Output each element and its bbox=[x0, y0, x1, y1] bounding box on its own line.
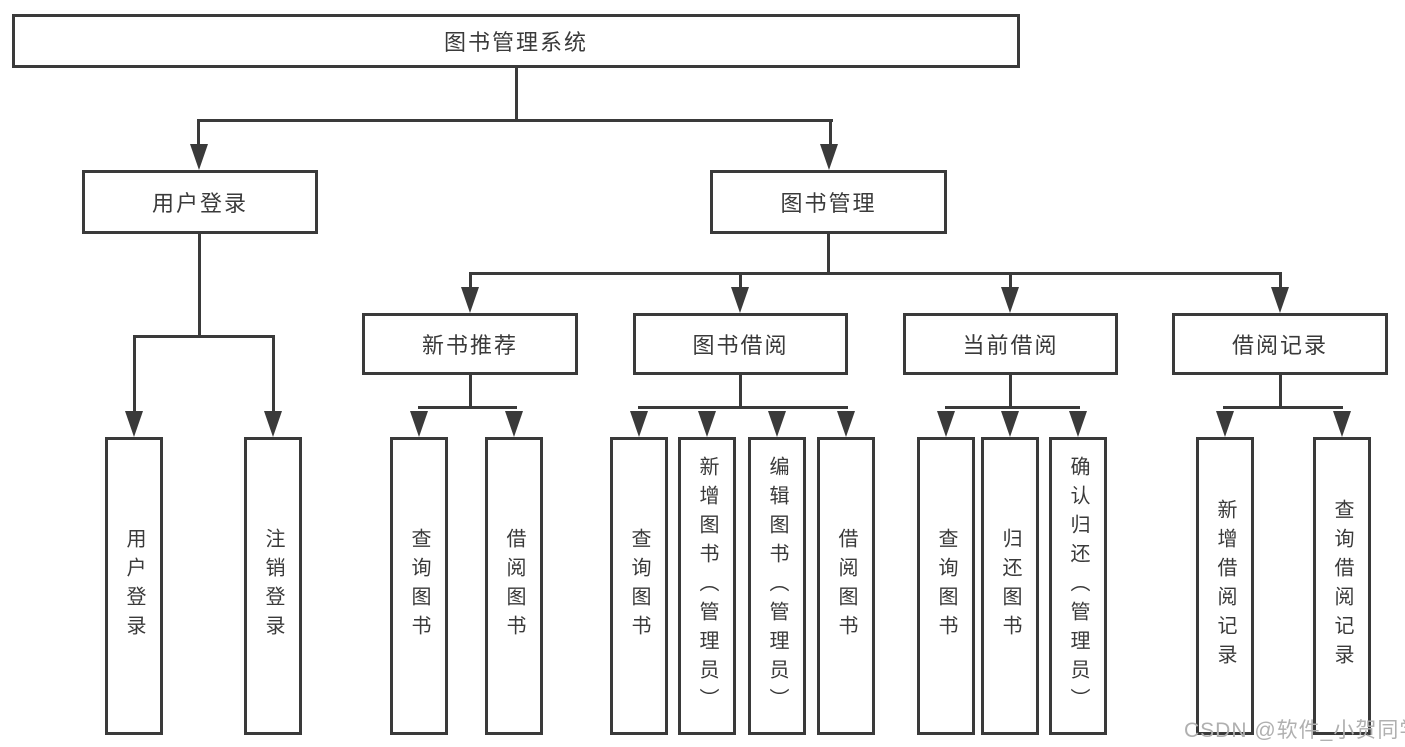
arrow-down-icon bbox=[125, 411, 143, 437]
watermark-text: CSDN @软件_小贺同学 bbox=[1184, 719, 1405, 742]
connector-line bbox=[197, 119, 833, 122]
node-borrow-records: 借阅记录 bbox=[1172, 313, 1388, 375]
node-book-borrow: 图书借阅 bbox=[633, 313, 848, 375]
arrow-down-icon bbox=[1216, 411, 1234, 437]
connector-line bbox=[945, 406, 1080, 409]
connector-line bbox=[418, 406, 517, 409]
leaf-edit-book-admin: 编辑图书（管理员） bbox=[748, 437, 806, 735]
arrow-down-icon bbox=[1069, 411, 1087, 437]
connector-line bbox=[638, 406, 848, 409]
node-root: 图书管理系统 bbox=[12, 14, 1020, 68]
connector-line bbox=[827, 232, 830, 274]
leaf-query-books-recommend: 查询图书 bbox=[390, 437, 448, 735]
arrow-down-icon bbox=[1001, 411, 1019, 437]
arrow-down-icon bbox=[461, 287, 479, 313]
arrow-down-icon bbox=[190, 144, 208, 170]
leaf-return-book: 归还图书 bbox=[981, 437, 1039, 735]
connector-line bbox=[739, 272, 742, 290]
leaf-user-login: 用户登录 bbox=[105, 437, 163, 735]
connector-line bbox=[1009, 272, 1012, 290]
arrow-down-icon bbox=[1333, 411, 1351, 437]
arrow-down-icon bbox=[698, 411, 716, 437]
leaf-add-book-admin: 新增图书（管理员） bbox=[678, 437, 736, 735]
connector-line bbox=[469, 272, 1282, 275]
leaf-borrow-books: 借阅图书 bbox=[817, 437, 875, 735]
node-new-book-recommend: 新书推荐 bbox=[362, 313, 578, 375]
arrow-down-icon bbox=[505, 411, 523, 437]
connector-line bbox=[469, 373, 472, 409]
arrow-down-icon bbox=[1271, 287, 1289, 313]
node-book-management: 图书管理 bbox=[710, 170, 947, 234]
connector-line bbox=[1279, 373, 1282, 409]
connector-line bbox=[133, 335, 275, 338]
arrow-down-icon bbox=[264, 411, 282, 437]
connector-line bbox=[829, 119, 832, 148]
node-user-login: 用户登录 bbox=[82, 170, 318, 234]
node-current-borrow: 当前借阅 bbox=[903, 313, 1118, 375]
connector-line bbox=[197, 119, 200, 148]
arrow-down-icon bbox=[820, 144, 838, 170]
leaf-query-borrow-record: 查询借阅记录 bbox=[1313, 437, 1371, 735]
connector-line bbox=[739, 373, 742, 409]
arrow-down-icon bbox=[768, 411, 786, 437]
leaf-logout: 注销登录 bbox=[244, 437, 302, 735]
connector-line bbox=[133, 335, 136, 415]
arrow-down-icon bbox=[731, 287, 749, 313]
arrow-down-icon bbox=[837, 411, 855, 437]
arrow-down-icon bbox=[630, 411, 648, 437]
leaf-query-books-current: 查询图书 bbox=[917, 437, 975, 735]
arrow-down-icon bbox=[410, 411, 428, 437]
leaf-add-borrow-record: 新增借阅记录 bbox=[1196, 437, 1254, 735]
connector-line bbox=[469, 272, 472, 290]
connector-line bbox=[272, 335, 275, 415]
arrow-down-icon bbox=[1001, 287, 1019, 313]
arrow-down-icon bbox=[937, 411, 955, 437]
connector-line bbox=[198, 232, 201, 337]
leaf-query-books-borrow: 查询图书 bbox=[610, 437, 668, 735]
connector-line bbox=[1009, 373, 1012, 409]
connector-line bbox=[1279, 272, 1282, 290]
leaf-confirm-return-admin: 确认归还（管理员） bbox=[1049, 437, 1107, 735]
connector-line bbox=[1223, 406, 1343, 409]
connector-line bbox=[515, 66, 518, 121]
leaf-borrow-books-recommend: 借阅图书 bbox=[485, 437, 543, 735]
